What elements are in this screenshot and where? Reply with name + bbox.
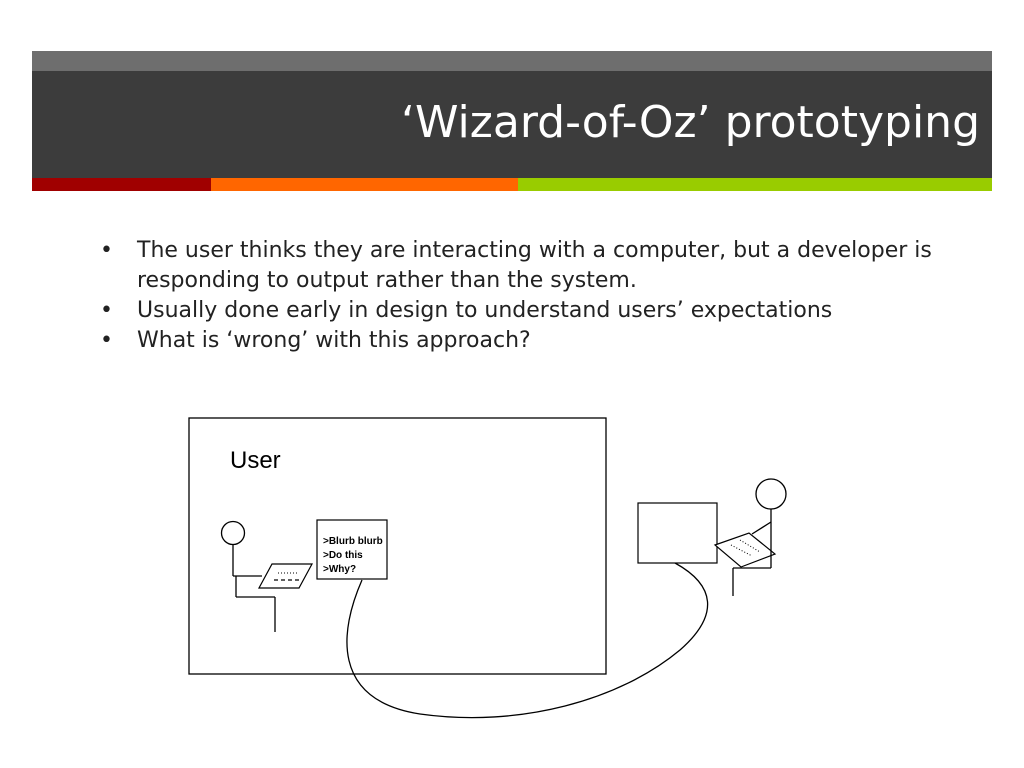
bullet-item: What is ‘wrong’ with this approach? — [96, 326, 976, 356]
header-band: ‘Wizard-of-Oz’ prototyping — [32, 71, 992, 178]
user-label: User — [230, 447, 281, 474]
accent-stripe-green — [518, 178, 992, 191]
user-room-box — [188, 417, 607, 675]
user-keyboard — [257, 563, 314, 589]
bullet-item: The user thinks they are interacting wit… — [96, 236, 976, 296]
wizard-figure — [732, 478, 787, 596]
user-figure — [220, 520, 276, 632]
screen-line: >Why? — [323, 564, 356, 575]
connection-cable — [346, 562, 709, 719]
wizard-keyboard — [713, 532, 777, 568]
screen-line: >Do this — [323, 550, 363, 561]
user-screen — [316, 519, 388, 580]
wizard-screen — [637, 502, 718, 564]
bullet-item: Usually done early in design to understa… — [96, 296, 976, 326]
bullet-list: The user thinks they are interacting wit… — [96, 236, 976, 356]
header-top-band — [32, 51, 992, 71]
slide-title: ‘Wizard-of-Oz’ prototyping — [401, 97, 980, 148]
accent-stripe-orange — [211, 178, 518, 191]
accent-stripe-red — [32, 178, 211, 191]
screen-line: >Blurb blurb — [323, 536, 383, 547]
